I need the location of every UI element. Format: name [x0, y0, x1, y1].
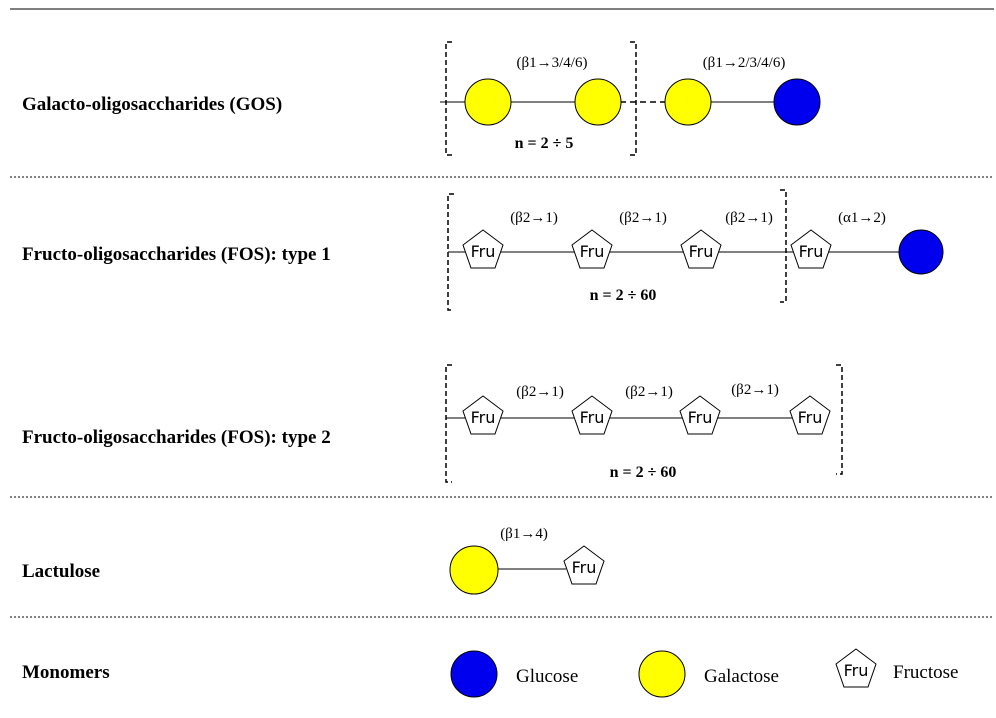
fructose-symbol-text: Fru — [799, 242, 824, 261]
row-label-gos: Galacto-oligosaccharides (GOS) — [22, 94, 282, 115]
galactose-residue — [464, 78, 512, 126]
fructose-symbol-text: Fru — [844, 661, 869, 680]
fructose-symbol-text: Fru — [572, 558, 597, 577]
fructose-residue: Fru — [571, 229, 613, 269]
linkage-label: (β1→4) — [500, 526, 548, 542]
fructose-legend-label: Fructose — [893, 662, 958, 683]
fructose-residue: Fru — [571, 395, 613, 435]
lactulose-chain: Fru (β1→4) — [449, 526, 605, 595]
monomer-legend: Glucose Galactose Fru Fructose — [450, 648, 958, 698]
linkage-label: (β2→1) — [516, 384, 564, 400]
galactose-residue — [664, 78, 712, 126]
repeat-bracket-right — [836, 364, 843, 475]
row-label-fos-type1: Fructo-oligosaccharides (FOS): type 1 — [22, 244, 331, 265]
linkage-label: (β2→1) — [619, 210, 667, 226]
fructose-symbol-text: Fru — [798, 408, 823, 427]
galactose-legend-symbol — [638, 650, 686, 698]
galactose-residue — [449, 545, 499, 595]
repeat-bracket-left — [445, 41, 452, 156]
fos-type2-chain: Fru Fru Fru Fru (β2→1) (β2→1) (β2→1) n =… — [445, 364, 843, 483]
fructose-symbol-text: Fru — [689, 242, 714, 261]
row-label-monomers: Monomers — [22, 662, 110, 683]
fructose-residue: Fru — [462, 229, 504, 269]
repeat-bracket-right — [780, 189, 787, 303]
linkage-label: (β2→1) — [731, 382, 779, 398]
fructose-residue: Fru — [563, 545, 605, 585]
fructose-residue: Fru — [679, 395, 721, 435]
galactose-legend-label: Galactose — [704, 666, 779, 687]
repeat-bracket-left — [445, 364, 452, 483]
glucose-legend-label: Glucose — [516, 666, 578, 687]
fructose-legend-symbol: Fru — [835, 648, 877, 688]
fos-type1-chain: Fru Fru Fru Fru (β2→1) (β2→1) (β2→1) (α1… — [447, 189, 944, 311]
row-label-fos-type2: Fructo-oligosaccharides (FOS): type 2 — [22, 427, 331, 448]
fructose-symbol-text: Fru — [580, 242, 605, 261]
fructose-symbol-text: Fru — [688, 408, 713, 427]
linkage-label: (β2→1) — [625, 384, 673, 400]
glucose-residue — [898, 229, 944, 275]
repeat-count-label: n = 2 ÷ 60 — [610, 464, 677, 481]
repeat-count-label: n = 2 ÷ 60 — [590, 287, 657, 304]
glucose-legend-symbol — [450, 650, 498, 698]
row-label-lactulose: Lactulose — [22, 561, 100, 582]
repeat-bracket-left — [447, 193, 454, 311]
linkage-label: (β1→3/4/6) — [517, 55, 588, 71]
fructose-residue: Fru — [789, 395, 831, 435]
linkage-label: (β2→1) — [510, 210, 558, 226]
fructose-residue: Fru — [462, 395, 504, 435]
repeat-bracket-right — [630, 41, 637, 156]
fructose-symbol-text: Fru — [471, 242, 496, 261]
linkage-label: (β2→1) — [725, 210, 773, 226]
glucose-residue — [773, 78, 821, 126]
linkage-label: (β1→2/3/4/6) — [703, 55, 786, 71]
fructose-symbol-text: Fru — [471, 408, 496, 427]
galactose-residue — [574, 78, 622, 126]
gos-chain: (β1→3/4/6) (β1→2/3/4/6) n = 2 ÷ 5 — [440, 41, 821, 156]
repeat-count-label: n = 2 ÷ 5 — [515, 135, 574, 152]
fructose-residue: Fru — [790, 229, 832, 269]
linkage-label: (α1→2) — [838, 210, 886, 226]
fructose-residue: Fru — [680, 229, 722, 269]
fructose-symbol-text: Fru — [580, 408, 605, 427]
